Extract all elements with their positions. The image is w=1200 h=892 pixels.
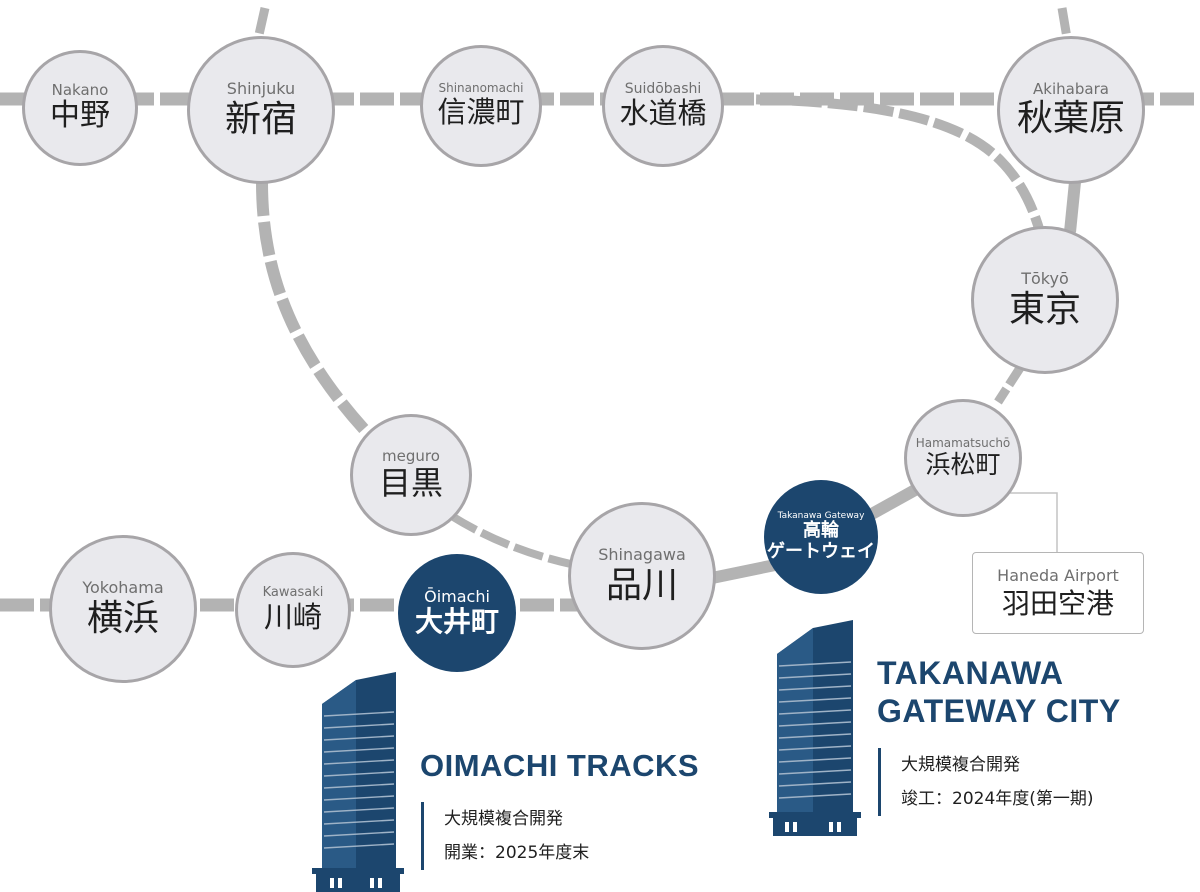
- haneda-connector: [1000, 492, 1058, 552]
- track-meguro-shinagawa: [447, 511, 576, 569]
- station-yokohama[interactable]: Yokohama 横浜: [49, 535, 197, 683]
- takanawa-city-details: 大規模複合開発 竣工：2024年度(第一期): [878, 748, 1094, 816]
- station-shinagawa[interactable]: Shinagawa 品川: [568, 502, 716, 650]
- station-ja-label: 品川: [605, 564, 678, 606]
- station-en-label: Tōkyō: [1021, 269, 1069, 289]
- track-tokyo-hamamatsucho: [994, 365, 1024, 405]
- station-ja-label-line2: ゲートウェイ: [767, 541, 875, 563]
- station-en-label: Nakano: [51, 81, 109, 100]
- station-ja-label: 中野: [50, 98, 110, 134]
- station-meguro[interactable]: meguro 目黒: [350, 414, 472, 536]
- station-en-label: meguro: [382, 446, 440, 465]
- station-ja-label: 大井町: [414, 605, 499, 639]
- station-en-label: Suidōbashi: [624, 81, 702, 98]
- haneda-en-label: Haneda Airport: [997, 565, 1119, 585]
- station-shinjuku[interactable]: Shinjuku 新宿: [187, 36, 335, 184]
- station-nakano[interactable]: Nakano 中野: [22, 50, 138, 166]
- station-takanawa-gateway[interactable]: Takanawa Gateway 高輪 ゲートウェイ: [764, 480, 878, 594]
- station-en-label: Shinagawa: [598, 545, 686, 565]
- oimachi-tracks-line2: 開業：2025年度末: [444, 843, 590, 863]
- track-akihabara-north: [1057, 7, 1072, 39]
- station-akihabara[interactable]: Akihabara 秋葉原: [997, 36, 1145, 184]
- station-en-label: Takanawa Gateway: [777, 511, 865, 522]
- station-tokyo[interactable]: Tōkyō 東京: [971, 226, 1119, 374]
- station-ja-label: 秋葉原: [1016, 97, 1125, 139]
- takanawa-city-title-line2: GATEWAY CITY: [877, 693, 1121, 729]
- takanawa-city-title: TAKANAWA GATEWAY CITY: [877, 654, 1121, 730]
- oimachi-tracks-details: 大規模複合開発 開業：2025年度末: [421, 802, 589, 870]
- takanawa-city-line2: 竣工：2024年度(第一期): [901, 789, 1094, 809]
- takanawa-city-title-line1: TAKANAWA: [877, 655, 1064, 691]
- station-en-label: Yokohama: [82, 578, 164, 598]
- track-akihabara-tokyo: [1064, 181, 1081, 233]
- station-en-label: Hamamatsuchō: [915, 435, 1011, 450]
- station-ja-label: 水道橋: [619, 96, 707, 131]
- station-ja-label: 浜松町: [925, 449, 1001, 479]
- takanawa-city-line1: 大規模複合開発: [901, 755, 1020, 775]
- station-suidobashi[interactable]: Suidōbashi 水道橋: [602, 45, 724, 167]
- station-en-label: Ōimachi: [424, 586, 490, 606]
- station-ja-label: 目黒: [378, 464, 443, 503]
- haneda-ja-label: 羽田空港: [1001, 586, 1114, 620]
- station-ja-label: 高輪: [803, 520, 839, 542]
- oimachi-tracks-line1: 大規模複合開発: [444, 809, 563, 829]
- station-en-label: Shinanomachi: [438, 81, 524, 96]
- station-en-label: Kawasaki: [262, 584, 324, 600]
- track-hamamatsucho-takanawa: [867, 484, 918, 521]
- station-oimachi[interactable]: Ōimachi 大井町: [398, 554, 516, 672]
- station-en-label: Shinjuku: [226, 79, 296, 99]
- station-ja-label: 横浜: [86, 597, 159, 639]
- station-hamamatsucho[interactable]: Hamamatsuchō 浜松町: [904, 399, 1022, 517]
- track-takanawa-shinagawa: [710, 559, 777, 584]
- station-ja-label: 東京: [1008, 288, 1081, 330]
- track-curve-tokyo: [719, 94, 1045, 234]
- oimachi-tower-illustration: [312, 672, 404, 892]
- track-shinjuku-meguro: [256, 181, 377, 443]
- haneda-airport-box[interactable]: Haneda Airport 羽田空港: [972, 552, 1144, 634]
- oimachi-tracks-title: OIMACHI TRACKS: [420, 748, 700, 783]
- station-ja-label: 信濃町: [437, 95, 525, 130]
- station-ja-label: 新宿: [224, 98, 297, 140]
- station-shinanomachi[interactable]: Shinanomachi 信濃町: [420, 45, 542, 167]
- station-ja-label: 川崎: [263, 599, 322, 634]
- station-kawasaki[interactable]: Kawasaki 川崎: [235, 552, 351, 668]
- takanawa-tower-illustration: [769, 620, 861, 836]
- station-en-label: Akihabara: [1033, 79, 1109, 98]
